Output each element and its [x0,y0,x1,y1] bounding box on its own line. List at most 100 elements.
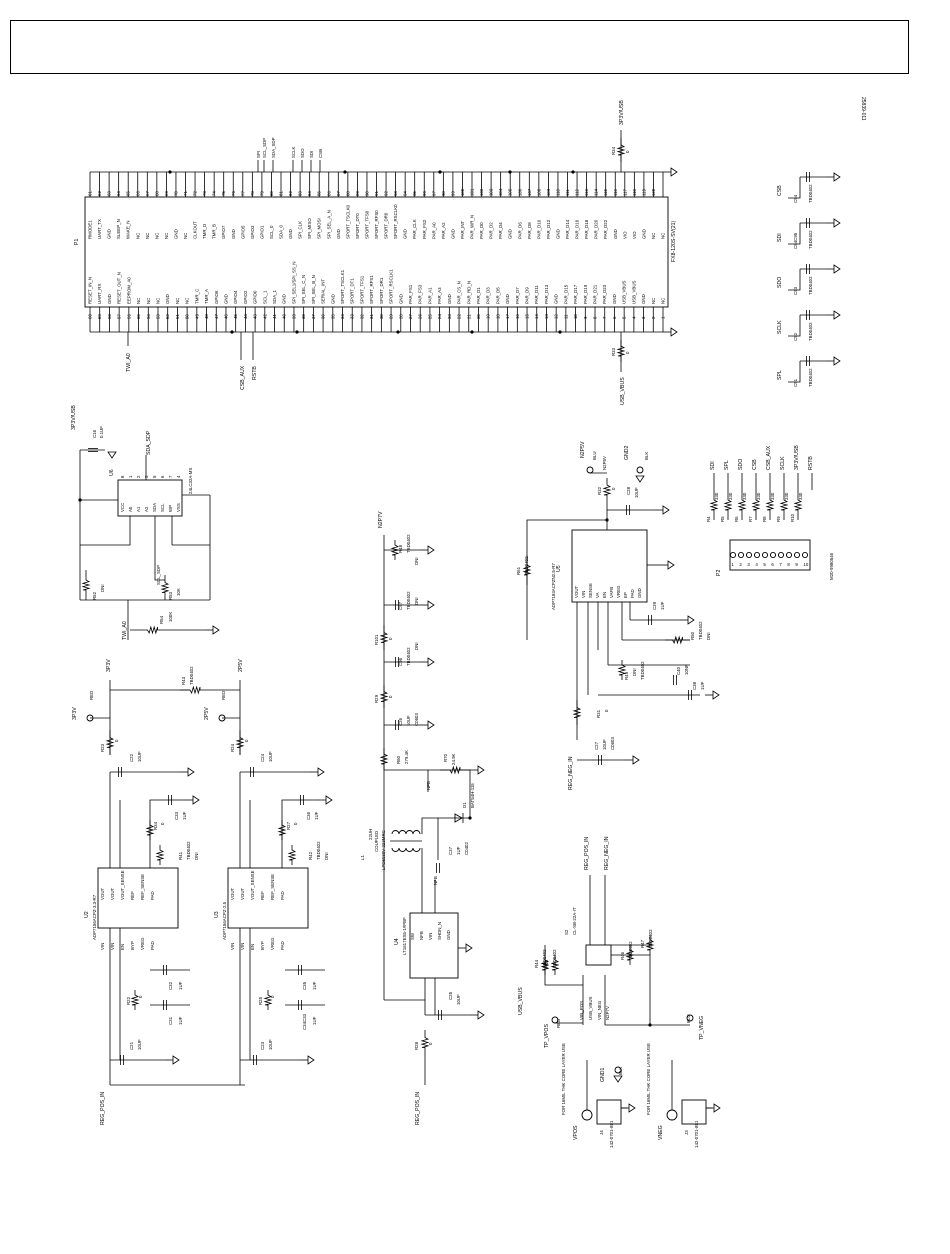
c27-ground [632,755,640,765]
p2-pin-num: 1 [731,562,734,567]
p1-top-pin-num: 104 [498,188,503,196]
c23-ref: C23 [260,1041,265,1050]
jack-part: 142-0701-851 [694,1120,699,1148]
jack-note: FOR 16MIL THK CORE LAYER USE [561,1043,566,1115]
p2-series-resistor [765,490,775,520]
r29-value: 0 [388,695,393,698]
p1-top-pin-num: 87 [336,191,341,196]
r22-value: 0 [138,995,143,998]
c23-value: 10UF [268,1039,273,1050]
u3-pin-right: PAD [280,941,285,950]
u6-pin-name: WP [168,505,173,512]
cap-net-label: SDO [777,277,783,288]
s2-part: CL-SB-22A-IT [572,907,577,935]
p1-bottom-pin-num: 4 [631,316,636,319]
p1-bottom-pin-num: 38 [301,314,306,319]
eeprom-wire [154,516,165,581]
p1-bottom-pin-name: NC [136,298,141,304]
u2-net-out-top: 3P3V [106,659,112,672]
p1-bottom-pin-num: 47 [214,314,219,319]
jack-connector [581,1109,593,1121]
p1-top-pin-num: 106 [517,188,522,196]
u5-pin-name: GND [637,588,642,598]
r34-u2-resistor [145,820,155,840]
u5-led-color: BLU [592,451,597,460]
l1-part: LPD5030V-223MRC [381,830,386,870]
r49-resistor [617,660,627,680]
p1-top-pin-name: PAR_D16 [575,219,580,239]
p1-top-pin-name: VIO [632,231,637,239]
r46-resistor [625,945,635,965]
p1-bottom-pin-num: 27 [408,314,413,319]
p1-bottom-pin-name: PAR_D23 [602,284,607,304]
cap-ref: C93 [793,286,798,295]
u5-part: ADP7183ACPZN2.5-R7 [551,563,556,610]
r32-ref: R32 [597,486,602,495]
p2-pin-num: 6 [771,562,774,567]
p2-series-resistor [723,490,733,520]
junction-dot [468,816,472,820]
u3-wire [281,799,318,868]
p1-bottom-pin-name: PAR_D1 [476,287,481,304]
p1-top-pin-num: 73 [202,191,207,196]
p1-bottom-pin-num: 29 [389,314,394,319]
p1-top-pin-name: GND [336,229,341,239]
p1-bottom-pin-name: GND [612,294,617,304]
u5-gnd-color: BLK [644,452,649,460]
cap-net-wire [788,361,801,383]
ground-symbol [635,475,645,483]
p1-net-label: SCL_SDP [262,138,267,158]
ground-symbol [107,451,117,459]
p1-top-pin-name: SPORT_TSCLK0 [345,204,350,239]
r54-ground [212,625,220,635]
c37-value: 1UF [456,846,461,855]
r101-value: 0 [388,637,393,640]
p1-top-pin-name: CLKOUT [193,221,198,239]
p2-pin-num: 8 [787,562,790,567]
cap-ref: C94C95 [793,232,798,249]
r41-dni: DNI [194,852,199,860]
p2-ref: P2 [716,570,722,576]
p1-top-pin-num: 82 [288,191,293,196]
p1-bottom-pin-name: UART_RX [97,284,102,304]
r50-resistor [665,635,690,645]
p1-bottom-pin-name: GND [641,294,646,304]
p1-top-pin-name: GND [403,229,408,239]
u3-pin-left: VOUT [230,887,235,900]
p1-bottom-pin-name: NC [661,298,666,304]
l1-inductor-coil [405,830,414,835]
p1-top-pin-num: 72 [193,191,198,196]
p1-bottom-pin-num: 30 [379,314,384,319]
p1-bottom-pin-num: 19 [486,314,491,319]
u3-pin-left: REF_SENSE [270,874,275,900]
u6-pin-name: VCC [120,503,125,512]
p1-top-pin-name: PAR_D14 [565,219,570,239]
p1-bottom-pin-name: PAR_D5 [495,287,500,304]
r33-value: 0 [625,351,630,354]
u3-net-out: 2P5V [204,707,210,720]
p2-resistor-ref: R5 [720,516,725,522]
r27-resistor [277,820,287,840]
r45-value: TBD0402 [552,949,557,968]
r54-ref: R54 [159,615,164,624]
p2-header-pin [761,551,769,559]
p1-top-pin-name: PAR_D10 [536,219,541,239]
p2-header-pin [753,551,761,559]
junction-dot [571,170,575,174]
p1-top-pin-num: 101 [470,188,475,196]
u5-net-out-2: N2P5V [602,456,607,470]
u3-pin-right: VIN [240,943,245,950]
p2-header-pin [785,551,793,559]
cap-net-wire [788,177,801,199]
p1-top-pin-num: 83 [298,191,303,196]
r29-ref: R29 [374,694,379,703]
p1-top-pin-num: 98 [441,191,446,196]
jack-note: FOR 16MIL THK CORE LAYER USE [646,1043,651,1115]
p1-top-pin-num: 99 [450,191,455,196]
p1-net-csb-aux: CSB_AUX [240,365,246,390]
jack-ground [628,1103,636,1113]
u4-part: LT1617ES5-1#PBF [402,917,407,955]
p1-top-pin-num: 88 [345,191,350,196]
u5-pin-name: EN [602,592,607,598]
